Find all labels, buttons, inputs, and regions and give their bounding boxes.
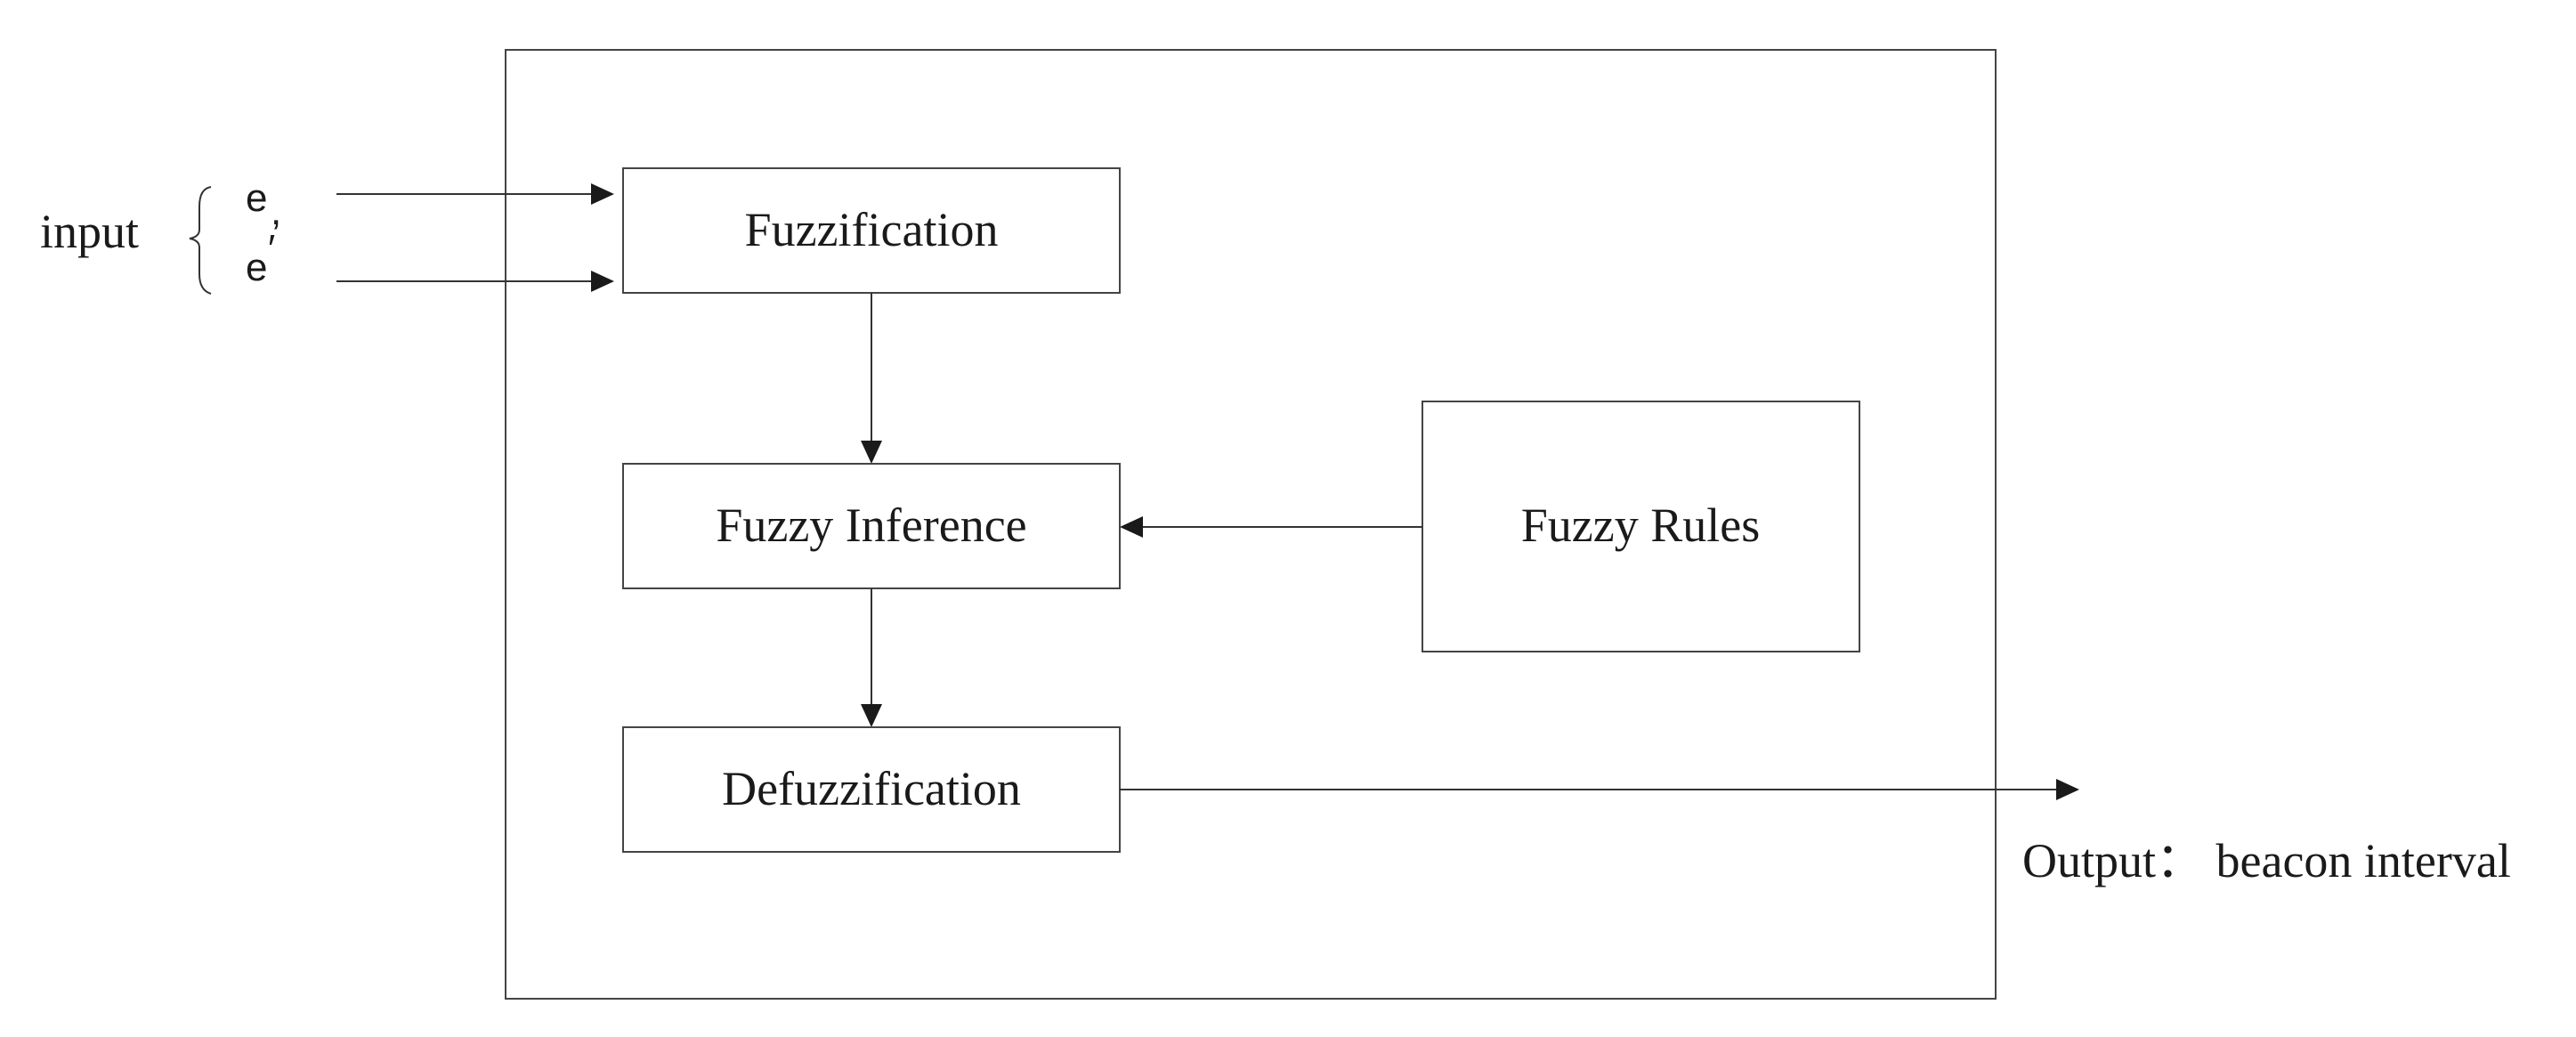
input-var-e-prime-mark: ′ (268, 227, 275, 271)
input-var-e: e (246, 176, 267, 220)
input-var-e-prime: e (246, 246, 267, 289)
arrow-rules-to-inference (1120, 516, 1422, 538)
input-arrow-e-prime (336, 271, 614, 292)
arrow-fuzzification-to-inference (861, 293, 882, 464)
defuzzification-label: Defuzzification (722, 762, 1021, 815)
input-var-e-mark: , (271, 190, 281, 233)
fuzzification-label: Fuzzification (745, 203, 999, 256)
fuzzy-rules-block: Fuzzy Rules (1422, 401, 1860, 652)
arrow-inference-to-defuzzification (861, 588, 882, 727)
input-label: input (40, 205, 139, 258)
fuzzy-inference-label: Fuzzy Inference (716, 498, 1026, 552)
defuzzification-block: Defuzzification (622, 726, 1121, 853)
input-brace (189, 186, 212, 295)
controller-frame (505, 49, 1997, 1000)
output-arrow (1120, 779, 2079, 800)
fuzzy-inference-block: Fuzzy Inference (622, 463, 1121, 589)
fuzzification-block: Fuzzification (622, 167, 1121, 294)
fuzzy-rules-label: Fuzzy Rules (1521, 498, 1760, 552)
output-label: Output： beacon interval (2022, 834, 2511, 887)
input-arrow-e (336, 183, 614, 205)
